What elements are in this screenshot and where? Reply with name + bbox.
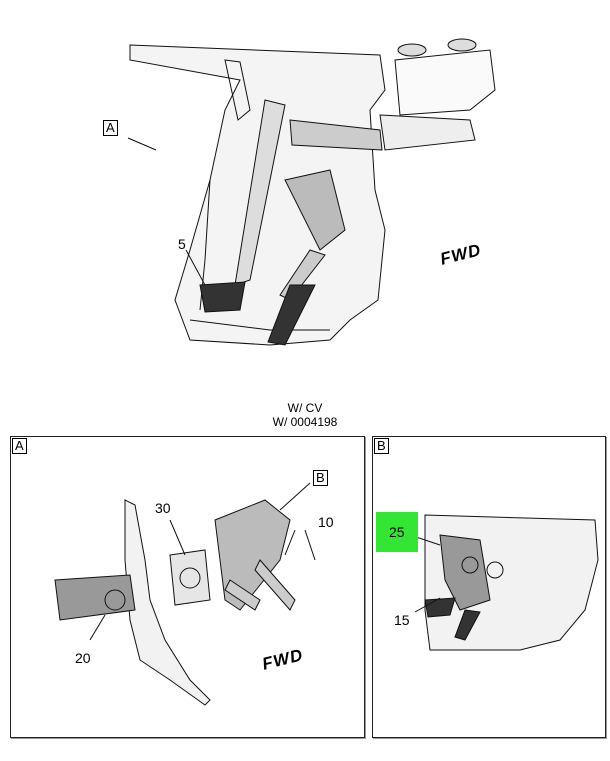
callout-20: 20 xyxy=(75,650,91,666)
callout-10: 10 xyxy=(318,514,334,530)
detail-panel-a xyxy=(10,436,365,738)
highlighted-callout-box xyxy=(376,512,418,552)
detail-b-corner-label: B xyxy=(374,438,389,454)
callout-25: 25 xyxy=(389,524,405,540)
callout-5: 5 xyxy=(178,236,186,252)
callout-15: 15 xyxy=(394,612,410,628)
detail-a-view-ref-b: B xyxy=(313,470,328,486)
detail-a-corner-label: A xyxy=(12,438,27,454)
caption-line-2: W/ 0004198 xyxy=(272,415,338,429)
view-label-a: A xyxy=(103,120,118,136)
caption-line-1: W/ CV xyxy=(287,401,323,415)
detail-panel-b xyxy=(372,436,606,738)
callout-30: 30 xyxy=(155,500,171,516)
